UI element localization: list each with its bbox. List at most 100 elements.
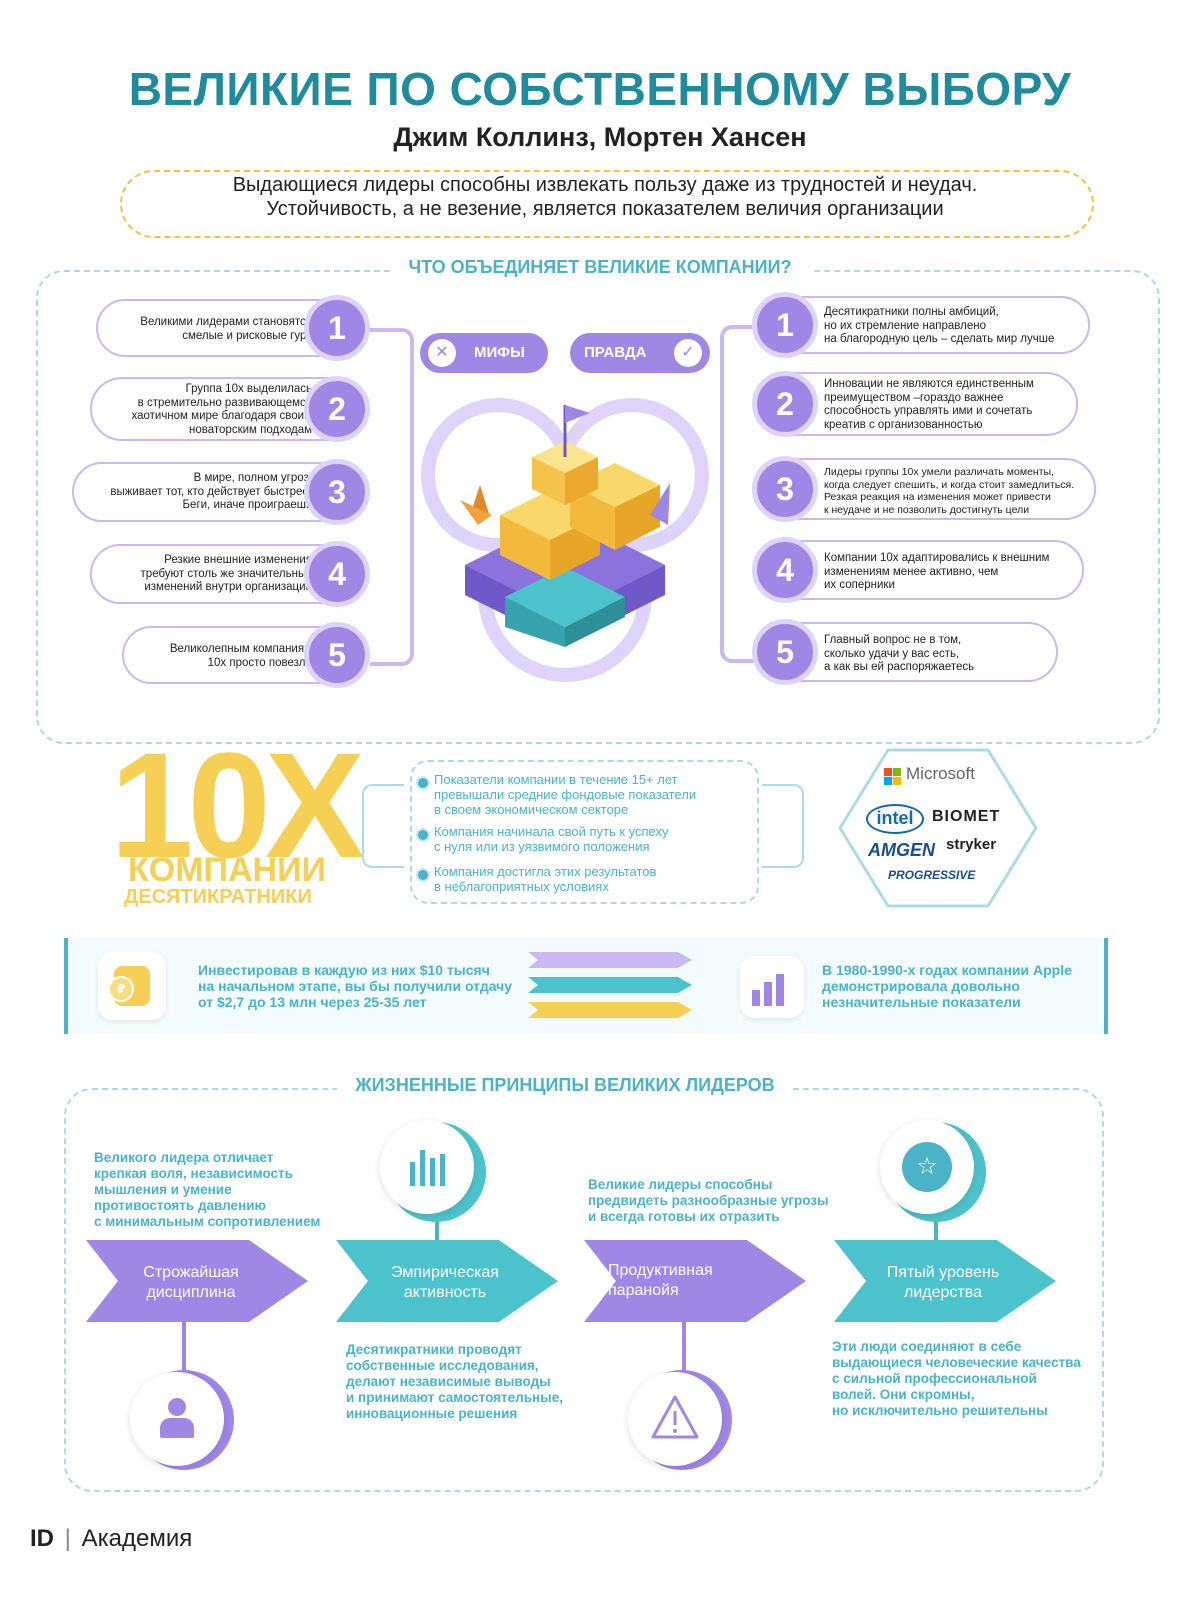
- stats-text-line: демонстрировала довольно: [822, 978, 1020, 994]
- myth-text-line: 10х просто повезло: [207, 656, 312, 669]
- principle-description: Эти люди соединяют в себе выдающиеся чел…: [832, 1339, 1081, 1418]
- page-title: ВЕЛИКИЕ ПО СОБСТВЕННОМУ ВЫБОРУ: [128, 63, 1072, 115]
- stem: [182, 1318, 186, 1374]
- myth-text-line: Резкие внешние изменения: [164, 554, 312, 566]
- microsoft-logo-text: Microsoft: [906, 764, 975, 783]
- myth-text-line: новаторским подходам: [189, 423, 312, 436]
- principle-label: Строжайшая дисциплина: [143, 1264, 239, 1301]
- principle-arrow: [834, 1240, 1056, 1322]
- quote-line-1: Выдающиеся лидеры способны извлекать пол…: [232, 174, 978, 196]
- close-icon: ✕: [428, 339, 456, 367]
- bullet-icon: [416, 868, 430, 882]
- stats-right-text: В 1980-1990-х годах компании Apple демон…: [822, 962, 1082, 1010]
- intel-logo: intel: [866, 804, 924, 834]
- truth-number: 1: [752, 292, 818, 358]
- central-illustration: [421, 398, 709, 682]
- truth-item: 2 Инновации не являются единственным пре…: [752, 371, 1078, 437]
- myth-number: 4: [304, 541, 370, 607]
- person-icon: [130, 1372, 224, 1466]
- stats-text-line: на начальном этапе, вы бы получили отдач…: [198, 978, 513, 994]
- stem: [435, 1205, 439, 1245]
- truth-text-line: когда следует спешить, и когда стоит зам…: [824, 478, 1075, 491]
- truth-item: 3 Лидеры группы 10х умели различать моме…: [752, 456, 1096, 522]
- myth-text-line: Беги, иначе проиграешь: [182, 499, 313, 511]
- principle-description: Великого лидера отличает крепкая воля, н…: [94, 1150, 321, 1229]
- criterion-text-line: с нуля или из уязвимого положения: [434, 839, 650, 854]
- myth-item: Великими лидерами становятся смелые и ри…: [96, 295, 370, 361]
- myths-connector: [370, 328, 414, 666]
- myth-number: 5: [304, 622, 370, 688]
- stats-text-line: незначительные показатели: [822, 994, 1021, 1010]
- truth-number: 4: [752, 537, 818, 603]
- truth-number: 3: [752, 456, 818, 522]
- star-badge-icon: ☆: [880, 1120, 974, 1214]
- authors: Джим Коллинз, Мортен Хансен: [393, 122, 807, 152]
- criterion-text-line: в неблагоприятных условиях: [434, 879, 609, 894]
- truth-text-line: креатив с организованностью: [824, 418, 983, 431]
- footer-logo: ID | Академия: [30, 1525, 192, 1553]
- myths-tag: ✕ МИФЫ: [420, 333, 548, 373]
- myth-text-line: выживает тот, кто действует быстрее.: [110, 485, 312, 498]
- myth-item: Группа 10х выделилась в стремительно раз…: [90, 376, 370, 442]
- truth-text-line: к неудаче и не позволить достигнуть цели: [824, 503, 1030, 516]
- stats-text-line: В 1980-1990-х годах компании Apple: [822, 962, 1072, 978]
- stats-left-text: Инвестировав в каждую из них $10 тысяч н…: [198, 962, 518, 1010]
- myth-text-line: изменений внутри организации: [144, 581, 312, 593]
- myth-number: 1: [304, 295, 370, 361]
- stats-text-line: от $2,7 до 13 млн через 25-35 лет: [198, 994, 427, 1010]
- truth-label: ПРАВДА: [584, 344, 647, 361]
- growth-chart-icon: [740, 956, 804, 1018]
- logo-separator: |: [64, 1525, 71, 1552]
- check-icon: ✓: [674, 339, 702, 367]
- amgen-logo: AMGEN: [868, 840, 935, 860]
- logo-mark: ID: [30, 1525, 54, 1552]
- myth-text-line: требуют столь же значительных: [140, 567, 312, 580]
- stem: [934, 1205, 938, 1245]
- principle-label: Пятый уровень лидерства: [886, 1264, 1000, 1301]
- truth-connector: [720, 325, 764, 663]
- truth-text-line: Главный вопрос не в том,: [824, 634, 962, 646]
- bullet-icon: [416, 828, 430, 842]
- tenx-subtitle: ДЕСЯТИКРАТНИКИ: [124, 886, 312, 908]
- quote-line-2: Устойчивость, а не везение, является пок…: [266, 198, 944, 220]
- myth-text-line: Великолепным компаниям: [169, 643, 312, 655]
- principle-arrow: [336, 1240, 558, 1322]
- stem: [682, 1318, 686, 1374]
- truth-item: 1 Десятикратники полны амбиций, но их ст…: [752, 292, 1090, 358]
- coins-icon: ₽: [98, 952, 166, 1020]
- truth-text-line: способность управлять ими и сочетать: [824, 405, 1033, 417]
- bar-chart-icon: [380, 1120, 474, 1214]
- progressive-logo: PROGRESSIVE: [888, 868, 976, 882]
- criteria-box: [410, 760, 759, 904]
- truth-text-line: их соперники: [824, 579, 895, 591]
- united-section-title: ЧТО ОБЪЕДИНЯЕТ ВЕЛИКИЕ КОМПАНИИ?: [390, 257, 810, 277]
- truth-text-line: а как вы ей распоряжаетесь: [824, 661, 975, 673]
- chevron-arrows-icon: [528, 952, 692, 1018]
- principles-section-title: ЖИЗНЕННЫЕ ПРИНЦИПЫ ВЕЛИКИХ ЛИДЕРОВ: [337, 1075, 793, 1095]
- criterion-text-line: Компания начинала свой путь к успеху: [434, 824, 669, 839]
- criterion-text-line: в своем экономическом секторе: [434, 802, 629, 817]
- myth-text-line: в стремительно развивающемся: [137, 396, 312, 409]
- principle-description: Великие лидеры способны предвидеть разно…: [588, 1177, 829, 1224]
- stats-text-line: Инвестировав в каждую из них $10 тысяч: [198, 962, 490, 978]
- principle-arrow: [86, 1240, 308, 1322]
- principle-description: Десятикратники проводят собственные иссл…: [346, 1342, 563, 1421]
- truth-tag: ПРАВДА ✓: [570, 333, 710, 373]
- myth-text-line: Великими лидерами становятся: [140, 316, 312, 328]
- criterion-text-line: Показатели компании в течение 15+ лет: [434, 772, 678, 787]
- truth-text-line: Десятикратники полны амбиций,: [824, 306, 999, 318]
- truth-text-line: на благородную цель – сделать мир лучше: [824, 333, 1055, 345]
- myths-label: МИФЫ: [474, 344, 525, 361]
- tenx-heading: 10X: [110, 721, 365, 889]
- biomet-logo: BIOMET: [932, 808, 1001, 825]
- myth-item: В мире, полном угроз, выживает тот, кто …: [72, 459, 370, 525]
- principle-label: Эмпирическая активность: [391, 1264, 499, 1301]
- criterion-text-line: превышали средние фондовые показатели: [434, 787, 697, 802]
- principle-label: Продуктивная паранойя: [608, 1262, 713, 1299]
- truth-text-line: сколько удачи у вас есть,: [824, 647, 960, 660]
- criterion-text-line: Компания достигла этих результатов: [434, 864, 657, 879]
- quote-frame: [120, 170, 1094, 238]
- myth-text-line: Группа 10х выделилась: [185, 383, 312, 395]
- myth-item: Резкие внешние изменения требуют столь ж…: [90, 541, 370, 607]
- stryker-logo: stryker: [946, 836, 997, 853]
